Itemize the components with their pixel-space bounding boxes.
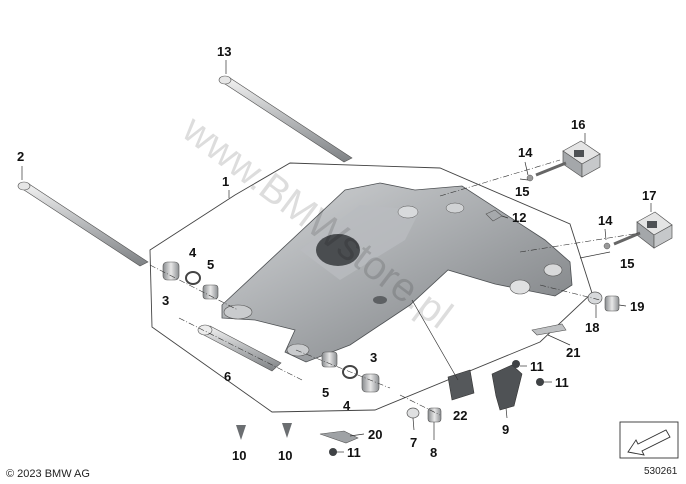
diagram-id: 530261 [644, 466, 678, 477]
callout-12: 12 [512, 210, 526, 225]
callout-4b: 4 [343, 398, 351, 413]
callout-13: 13 [217, 44, 231, 59]
callout-5b: 5 [322, 385, 329, 400]
callout-14b: 14 [598, 213, 613, 228]
bushing-3a [162, 261, 180, 281]
clamp-block-16 [562, 140, 601, 178]
clip-10b [282, 423, 292, 438]
sleeve-6 [197, 324, 282, 372]
ring-4b [342, 365, 358, 379]
pin-15a [526, 161, 567, 182]
callout-3b: 3 [370, 350, 377, 365]
clip-10a [236, 425, 246, 440]
callout-15a: 15 [515, 184, 529, 199]
callout-11a: 11 [530, 359, 544, 374]
callout-21: 21 [566, 345, 580, 360]
callout-14a: 14 [518, 145, 533, 160]
callout-3a: 3 [162, 293, 169, 308]
callout-numbers: 1 2 3 3 4 4 5 5 6 7 8 9 10 10 11 11 11 1… [17, 44, 656, 463]
callout-20: 20 [368, 427, 382, 442]
axis-lines [149, 159, 641, 416]
callout-19: 19 [630, 299, 644, 314]
callout-7: 7 [410, 435, 417, 450]
bushing-8 [427, 407, 442, 423]
assembly-outline [149, 162, 593, 413]
callout-11c: 11 [347, 445, 361, 460]
callout-1: 1 [222, 174, 229, 189]
callout-2: 2 [17, 149, 24, 164]
swing-arm-1 [221, 182, 573, 363]
callout-11b: 11 [555, 375, 569, 390]
callout-5a: 5 [207, 257, 214, 272]
leader-lines [21, 60, 652, 453]
washer-7 [406, 407, 420, 419]
callout-10b: 10 [278, 448, 292, 463]
screw-11c [329, 448, 337, 456]
guide-21 [531, 323, 567, 336]
bushing-3b [361, 373, 380, 393]
shaft-13 [218, 75, 353, 163]
callout-10a: 10 [232, 448, 246, 463]
bearing-5a [202, 284, 219, 300]
callout-9: 9 [502, 422, 509, 437]
holder-20 [319, 430, 359, 444]
direction-box [619, 421, 679, 459]
bushing-19 [604, 295, 620, 312]
callout-4a: 4 [189, 245, 197, 260]
ring-4a [185, 271, 201, 285]
label-plate-22 [447, 369, 475, 401]
copyright: © 2023 BMW AG [6, 468, 90, 480]
callout-8: 8 [430, 445, 437, 460]
bracket-9 [491, 364, 523, 411]
callout-18: 18 [585, 320, 599, 335]
pin-15b [603, 231, 641, 250]
callout-22: 22 [453, 408, 467, 423]
callout-17: 17 [642, 188, 656, 203]
shaft-2 [17, 181, 149, 267]
clamp-block-17 [636, 211, 673, 249]
screw-11b [536, 378, 544, 386]
callout-15b: 15 [620, 256, 634, 271]
screw-11a [512, 360, 520, 368]
washer-18 [587, 291, 603, 305]
callout-16: 16 [571, 117, 585, 132]
bearing-5b [321, 351, 338, 368]
callout-6: 6 [224, 369, 231, 384]
